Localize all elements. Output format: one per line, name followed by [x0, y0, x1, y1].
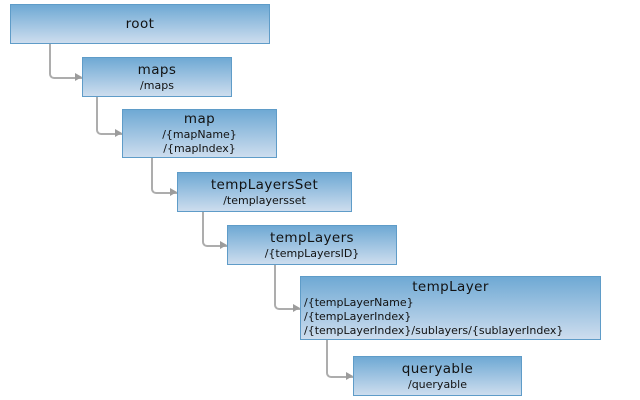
node-path: /templayersset	[223, 193, 306, 207]
node-path: /maps	[140, 78, 174, 92]
node-title: map	[183, 111, 216, 127]
node-title: queryable	[401, 360, 474, 377]
connector-maps-map	[96, 97, 122, 135]
node-path: /{tempLayerIndex}/sublayers/{sublayerInd…	[304, 323, 564, 337]
node-path: /queryable	[407, 377, 467, 391]
connector-templayersset-templayers	[202, 212, 227, 247]
arrow-icon	[220, 241, 227, 249]
node-maps: maps /maps	[82, 57, 232, 97]
node-title: tempLayer	[412, 278, 489, 295]
connector-root-maps	[49, 44, 82, 79]
arrow-icon	[115, 129, 122, 137]
node-title: tempLayersSet	[210, 176, 319, 193]
node-title: root	[125, 15, 155, 32]
connector-templayers-templayer	[274, 265, 300, 310]
arrow-icon	[170, 188, 177, 196]
node-path: /{tempLayerIndex}	[304, 309, 412, 323]
node-map: map /{mapName} /{mapIndex}	[122, 109, 277, 158]
node-title: maps	[137, 61, 177, 78]
connector-map-templayersset	[151, 158, 177, 194]
node-path: /{mapIndex}	[163, 142, 236, 155]
node-templayers: tempLayers /{tempLayersID}	[227, 225, 397, 265]
arrow-icon	[293, 304, 300, 312]
arrow-icon	[75, 73, 82, 81]
node-queryable: queryable /queryable	[353, 356, 522, 396]
node-path: /{mapName}	[162, 128, 237, 141]
node-path: /{tempLayerName}	[304, 295, 414, 309]
node-path: /{tempLayersID}	[264, 246, 360, 260]
arrow-icon	[346, 372, 353, 380]
node-title: tempLayers	[270, 229, 354, 246]
node-templayer: tempLayer /{tempLayerName} /{tempLayerIn…	[300, 276, 601, 340]
connector-templayer-queryable	[326, 340, 353, 378]
node-root: root	[10, 4, 270, 44]
node-templayersset: tempLayersSet /templayersset	[177, 172, 352, 212]
